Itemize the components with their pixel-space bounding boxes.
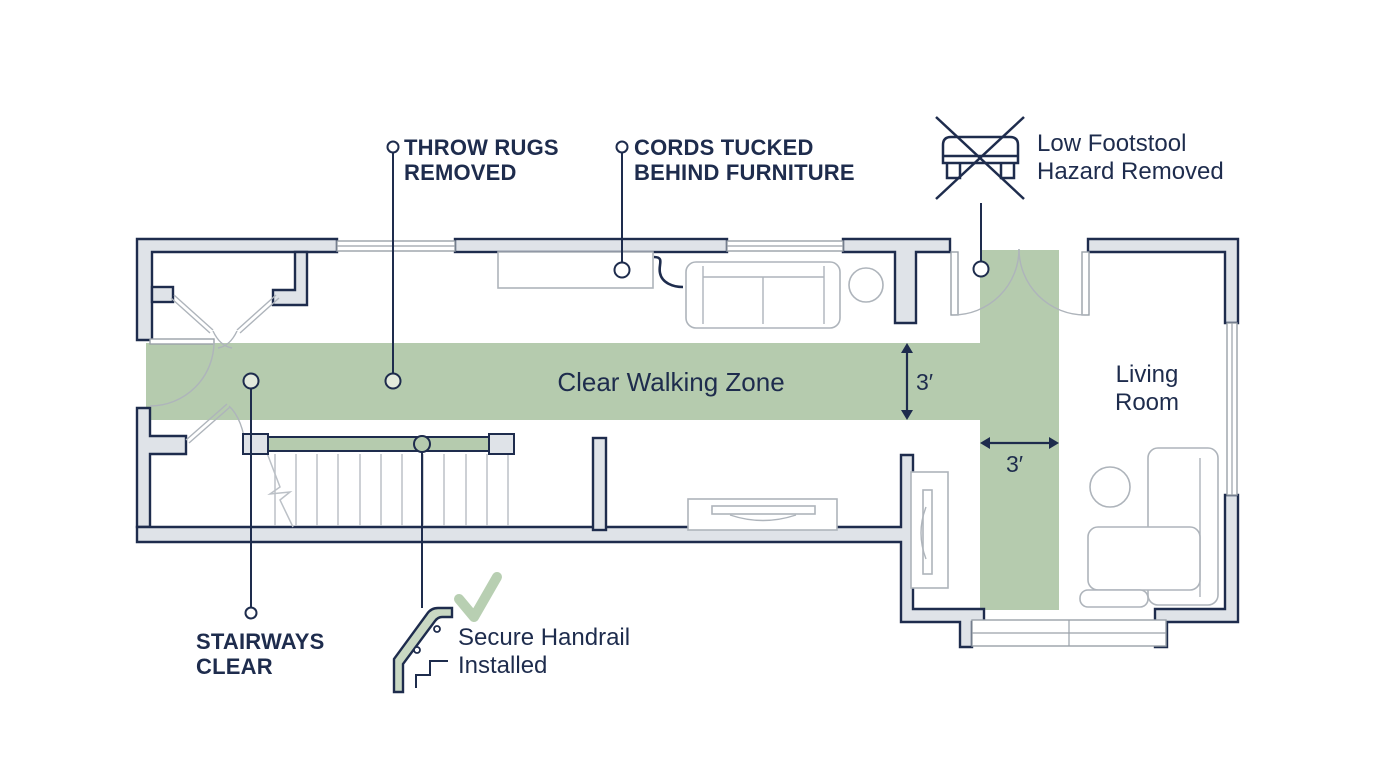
round-side-table xyxy=(848,267,884,303)
label-line: BEHIND FURNITURE xyxy=(634,160,855,185)
callout-stairways-label: STAIRWAYS CLEAR xyxy=(196,629,325,679)
label-line: Living xyxy=(1115,361,1179,388)
living-room-label: Living Room xyxy=(1115,361,1179,417)
callout-handrail-pin xyxy=(413,435,431,608)
zone-width-arrow xyxy=(980,437,1059,449)
cord-squiggle xyxy=(653,255,684,289)
label-line: THROW RUGS xyxy=(404,135,559,160)
zone-height-arrow xyxy=(901,343,913,420)
checkmark-icon xyxy=(454,572,502,622)
callout-throw-rugs-pin xyxy=(384,140,402,390)
steps-outline xyxy=(415,660,448,688)
callout-footstool-label: Low Footstool Hazard Removed xyxy=(1037,130,1224,186)
tv-cabinet xyxy=(910,471,949,589)
handrail-with-steps-icon xyxy=(392,572,502,694)
sofa-top xyxy=(685,261,841,329)
zone-height-dimension: 3′ xyxy=(916,369,934,395)
staircase xyxy=(266,452,509,528)
callout-cords-label: CORDS TUCKED BEHIND FURNITURE xyxy=(634,135,855,185)
stair-break-line xyxy=(266,452,294,528)
label-line: STAIRWAYS xyxy=(196,629,325,654)
sectional-sofa xyxy=(1079,447,1219,608)
callout-stairways-pin xyxy=(242,372,260,620)
zone-width-dimension: 3′ xyxy=(1006,451,1024,477)
label-line: Hazard Removed xyxy=(1037,158,1224,185)
label-line: Room xyxy=(1114,389,1180,416)
label-line: REMOVED xyxy=(404,160,517,185)
label-line: CORDS TUCKED xyxy=(634,135,814,160)
furniture xyxy=(497,251,1219,608)
callout-cords-pin xyxy=(613,140,631,279)
callout-handrail-label: Secure Handrail Installed xyxy=(458,624,630,680)
windows xyxy=(336,240,1238,647)
doors xyxy=(149,248,1086,451)
handrail-on-plan xyxy=(242,433,515,455)
label-line: Secure Handrail xyxy=(458,624,631,651)
callout-footstool-pin xyxy=(972,203,990,278)
label-line: Installed xyxy=(458,652,548,679)
label-line: CLEAR xyxy=(196,654,273,679)
sideboard xyxy=(687,498,838,531)
callout-throw-rugs-label: THROW RUGS REMOVED xyxy=(404,135,559,185)
entry-door-leaf xyxy=(149,338,215,345)
round-coffee-table xyxy=(1089,466,1131,508)
clear-walking-zone-label: Clear Walking Zone xyxy=(557,367,785,397)
cross-line xyxy=(935,116,1025,200)
crossed-footstool-icon xyxy=(935,116,1025,200)
label-line: Low Footstool xyxy=(1037,130,1187,157)
